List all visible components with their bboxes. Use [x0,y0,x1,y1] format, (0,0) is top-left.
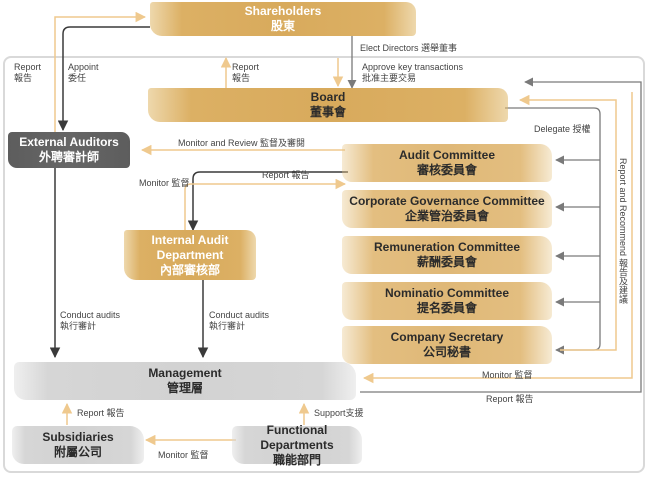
node-nomination-committee-zh: 提名委員會 [416,301,477,315]
node-subsidiaries-en: Subsidiaries [42,430,114,444]
arrow-ia-report-ac [184,178,347,230]
label-conduct-audits-ext: Conduct audits 執行審計 [60,310,120,332]
node-functional-departments-zh: 職能部門 [272,452,321,467]
label-approve-zh: 批准主要交易 [362,73,417,83]
label-approve-en: Approve key transactions [362,62,464,72]
node-remuneration-committee-zh: 薪酬委員會 [416,255,477,269]
label-report-recommend: Report and Recommend 報告及建議 [618,158,628,304]
label-appoint-en: Appoint [68,62,99,72]
node-company-secretary-zh: 公司秘書 [422,345,471,359]
node-board-en: Board [310,90,346,104]
node-corp-gov-committee-en: Corporate Governance Committee [349,194,545,208]
arrow-monitor-internal-audit [187,171,348,232]
node-board-zh: 董事會 [309,105,346,119]
node-nomination-committee: Nominatio Committee 提名委員會 [342,282,552,320]
label-monitor-ia: Monitor 監督 [139,178,190,188]
label-appoint: Appoint 委任 [68,62,99,84]
node-remuneration-committee-en: Remuneration Committee [373,240,521,254]
node-external-auditors-zh: 外聘審計師 [38,150,99,164]
node-shareholders-en: Shareholders [244,4,322,18]
arrow-management-report-board [360,77,642,393]
node-functional-departments-en: Functional Departments [260,422,334,452]
arrow-monitor-management [362,92,633,384]
label-conduct-audits-ia: Conduct audits 執行審計 [209,310,269,332]
node-internal-audit: Internal Audit Department 內部審核部 [124,230,256,280]
node-shareholders-zh: 股東 [270,19,295,33]
label-elect-directors: Elect Directors 選舉董事 [360,43,458,53]
node-corp-gov-committee-zh: 企業管治委員會 [404,209,489,223]
node-audit-committee: Audit Committee 審核委員會 [342,144,552,182]
node-external-auditors-en: External Auditors [19,135,119,149]
label-report-board-zh: 報告 [232,73,251,83]
node-audit-committee-zh: 審核委員會 [416,163,477,177]
node-management-zh: 管理層 [166,381,203,395]
node-internal-audit-en1: Internal Audit [151,232,229,247]
label-conduct-audits-1-en: Conduct audits [60,310,121,320]
node-shareholders: Shareholders 股東 [150,2,416,36]
node-audit-committee-en: Audit Committee [399,148,495,162]
label-appoint-zh: 委任 [68,73,87,83]
arrow-ext-report-shareholders [54,11,147,132]
label-delegate: Delegate 授權 [534,124,591,134]
label-approve-transactions: Approve key transactions 批准主要交易 [362,62,463,84]
node-company-secretary-en: Company Secretary [390,330,504,344]
node-internal-audit-zh: 內部審核部 [159,262,220,277]
organization-frame [3,56,645,473]
label-report-ac: Report 報告 [262,170,310,180]
label-monitor-management: Monitor 監督 [482,370,533,380]
node-board: Board 董事會 [148,88,508,122]
node-company-secretary: Company Secretary 公司秘書 [342,326,552,364]
label-report-left: Report 報告 [14,62,41,84]
node-internal-audit-en2: Department [156,247,224,262]
label-conduct-audits-2-zh: 執行審計 [209,321,246,331]
label-monitor-review: Monitor and Review 監督及審閱 [178,138,306,148]
node-management-en: Management [148,366,222,380]
node-functional-departments: Functional Departments 職能部門 [232,422,362,467]
arrow-shareholders-appoint-ext [57,26,150,132]
node-subsidiaries: Subsidiaries 附屬公司 [12,426,144,464]
label-report-left-zh: 報告 [14,73,33,83]
node-subsidiaries-zh: 附屬公司 [53,445,102,459]
node-nomination-committee-en: Nominatio Committee [384,286,509,300]
label-monitor-subsidiaries: Monitor 監督 [158,450,209,460]
label-conduct-audits-2-en: Conduct audits [209,310,270,320]
label-report-board: Report 報告 [232,62,259,84]
label-support: Support支援 [314,408,364,418]
node-management: Management 管理層 [14,362,356,400]
label-report-management: Report 報告 [486,394,534,404]
node-corp-gov-committee: Corporate Governance Committee 企業管治委員會 [342,190,552,228]
label-conduct-audits-1-zh: 執行審計 [60,321,97,331]
label-report-left-en: Report [14,62,42,72]
node-external-auditors: External Auditors 外聘審計師 [8,132,130,168]
arrow-report-recommend [518,94,617,351]
label-report-subsidiaries: Report 報告 [77,408,125,418]
node-remuneration-committee: Remuneration Committee 薪酬委員會 [342,236,552,274]
label-report-board-en: Report [232,62,260,72]
